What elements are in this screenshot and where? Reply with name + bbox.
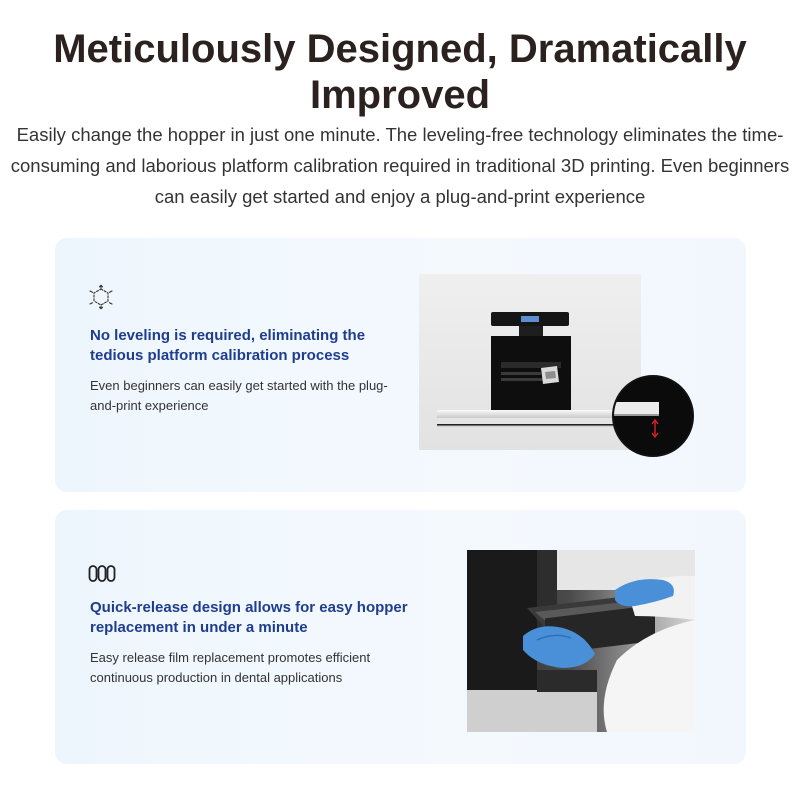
- feature-text: Easy release film replacement promotes e…: [90, 650, 371, 685]
- feature-card-leveling: No leveling is required, eliminating the…: [55, 238, 746, 492]
- page-description: Easily change the hopper in just one min…: [10, 124, 790, 207]
- level-cube-icon: [89, 284, 113, 310]
- page-title: Meticulously Designed, Dramatically Impr…: [53, 27, 747, 117]
- film-chain-icon: [88, 565, 116, 582]
- feature-text: Even beginners can easily get started wi…: [90, 378, 388, 413]
- printer-leveling-image: [419, 274, 694, 457]
- hopper-replacement-image: [467, 550, 695, 732]
- feature-title: Quick-release design allows for easy hop…: [90, 599, 408, 636]
- feature-title: No leveling is required, eliminating the…: [90, 327, 366, 364]
- feature-card-quick-release: Quick-release design allows for easy hop…: [55, 510, 746, 764]
